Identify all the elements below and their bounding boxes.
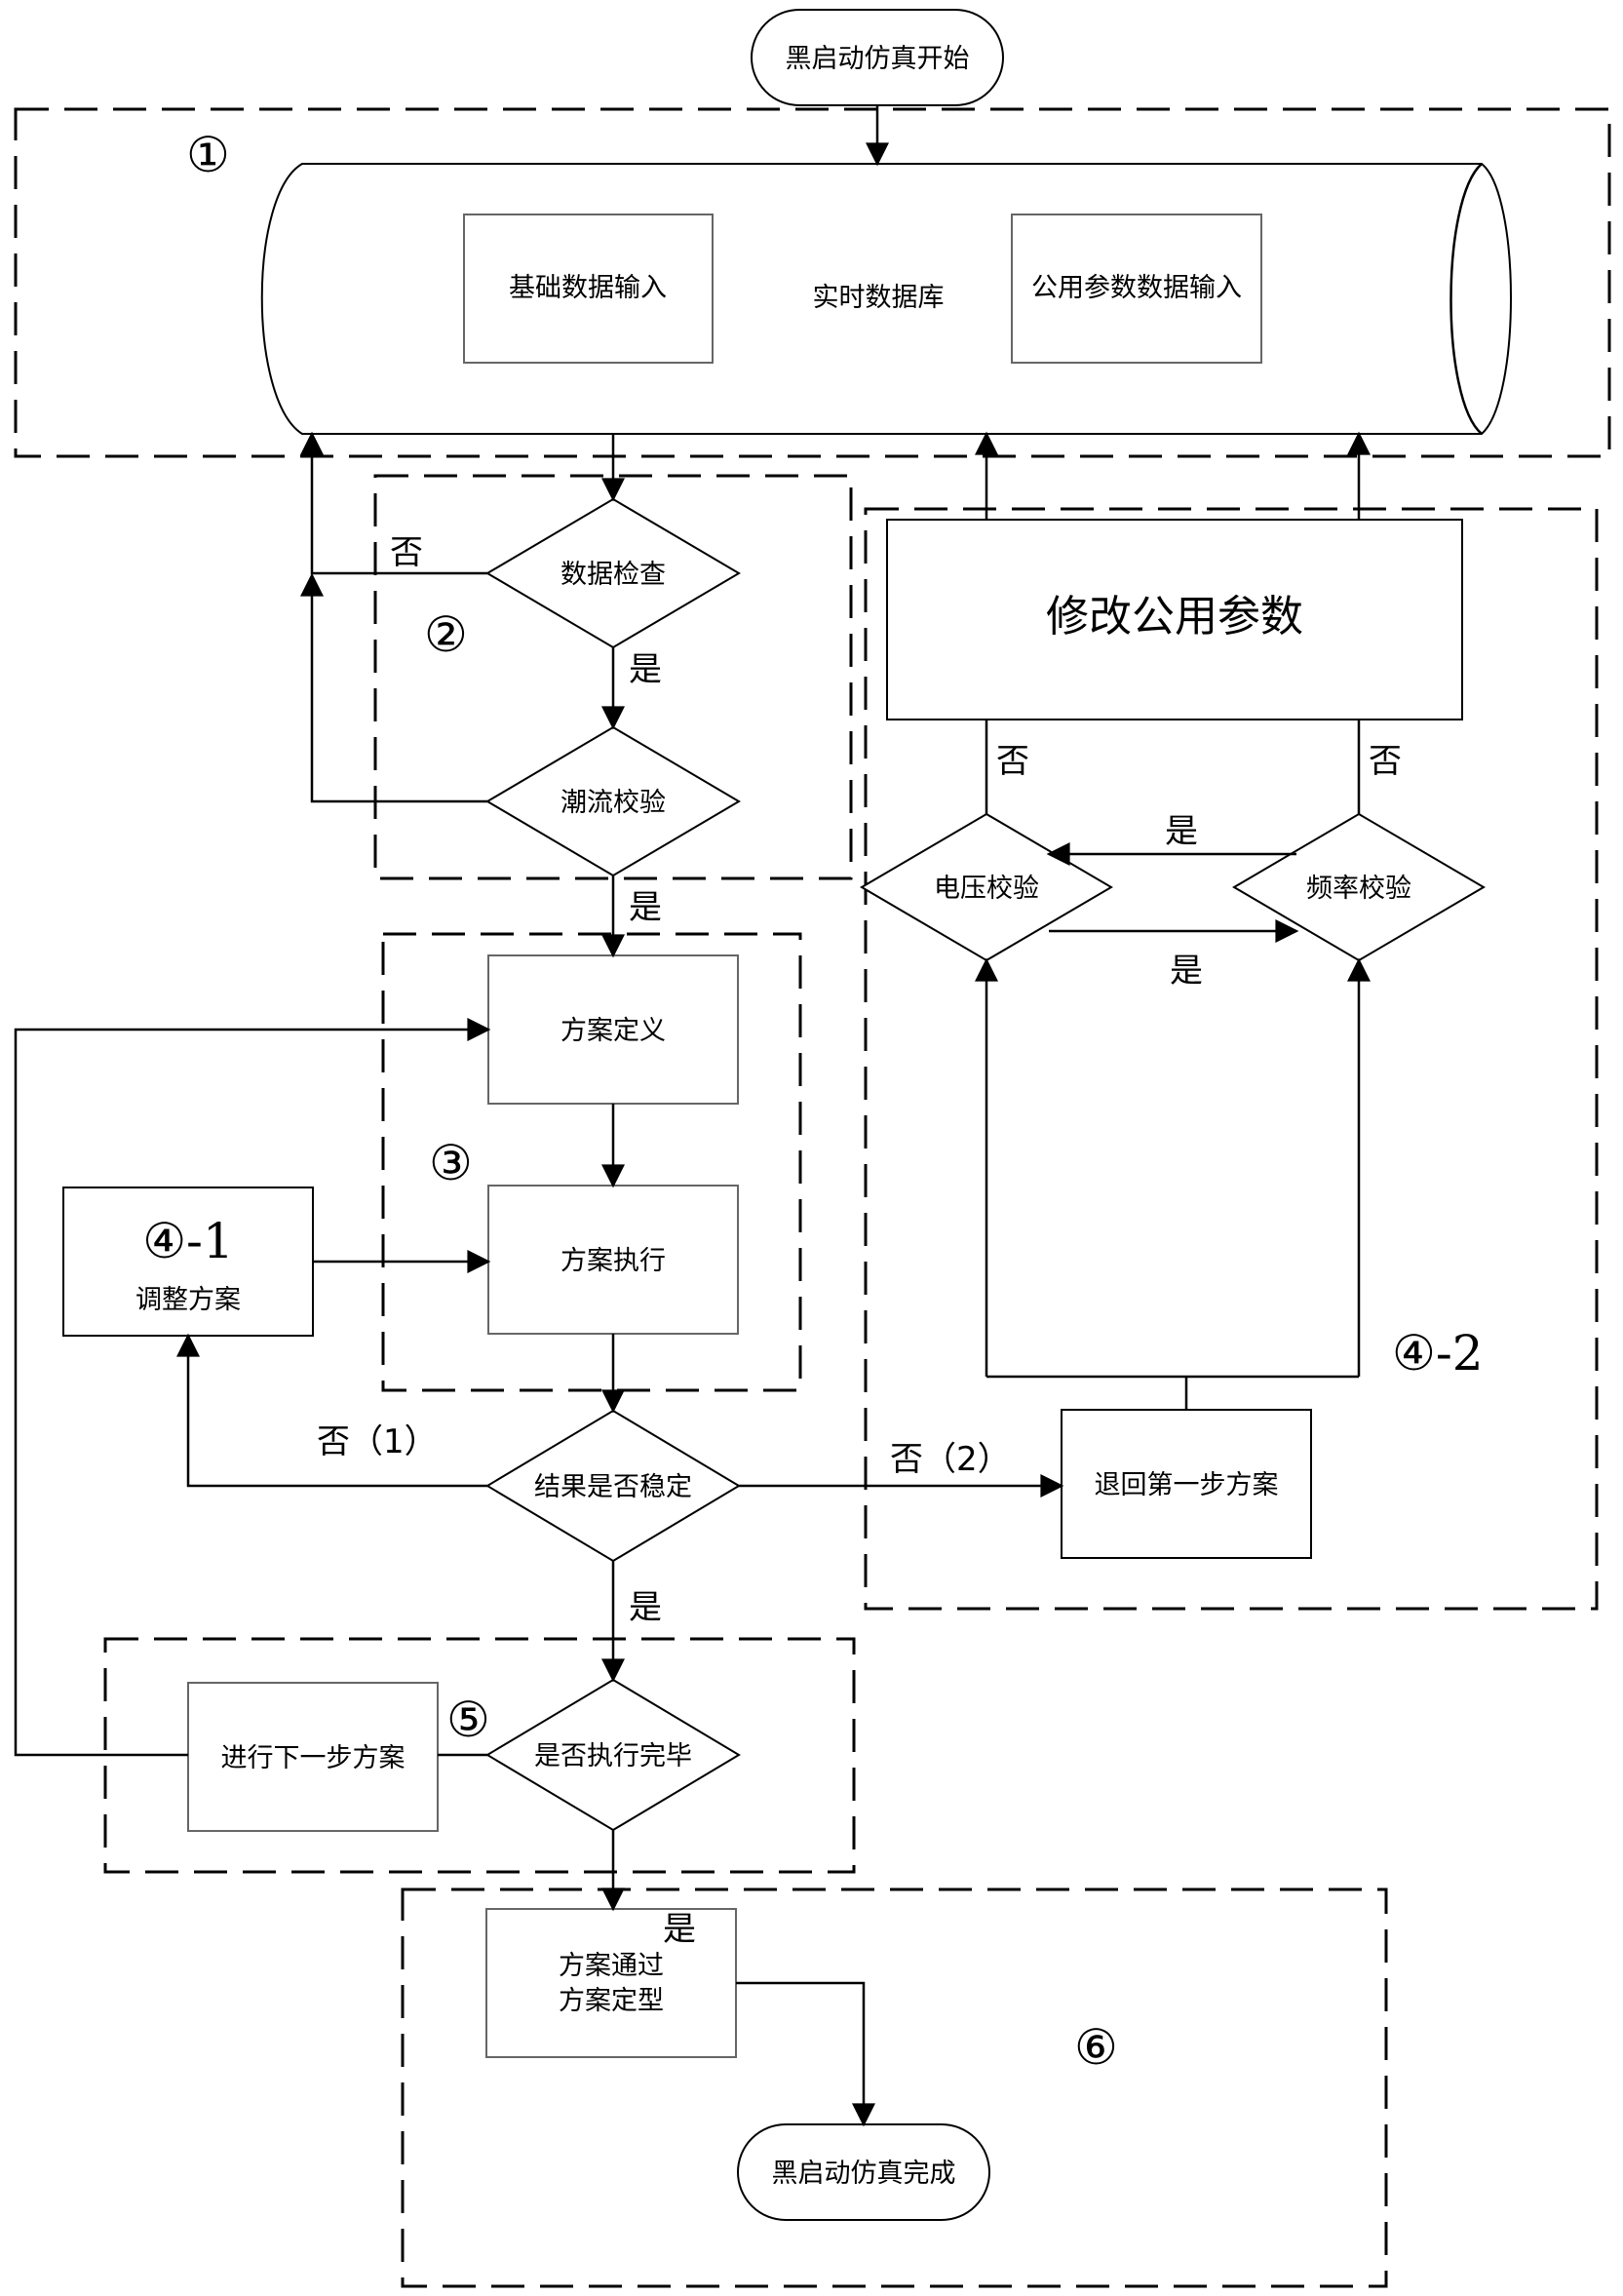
realtime-db-label: 实时数据库 [813, 283, 945, 313]
label-data-check-yes: 是 [629, 650, 662, 689]
label-voltage-no: 否 [996, 742, 1029, 781]
group-3-box [381, 932, 802, 1392]
label-freq-to-voltage-yes: 是 [1165, 812, 1198, 851]
adjust-plan-number: ④-1 [142, 1213, 234, 1269]
plan-pass-box [485, 1908, 737, 2058]
next-step-label: 进行下一步方案 [221, 1743, 406, 1773]
flow-check-label: 潮流校验 [560, 788, 666, 818]
group-4-2-box [864, 507, 1599, 1611]
group-4-2-label: ④-2 [1392, 1325, 1484, 1381]
next-step-box [187, 1682, 439, 1832]
group-1-box [14, 107, 1611, 458]
adjust-plan-label: 调整方案 [135, 1285, 241, 1315]
voltage-check-label: 电压校验 [934, 874, 1039, 904]
data-check-label: 数据检查 [560, 560, 666, 590]
label-flow-check-yes: 是 [629, 888, 662, 927]
label-stable-yes: 是 [629, 1588, 662, 1627]
edge-flow-check-no [300, 572, 487, 803]
edge-pass-to-end [736, 1981, 875, 2127]
plan-pass-label-2: 方案定型 [559, 1986, 664, 2016]
group-3-label: ③ [429, 1135, 473, 1191]
group-6-box [401, 1887, 1388, 2288]
group-1-label: ① [186, 127, 230, 183]
freq-check-label: 频率校验 [1306, 874, 1411, 904]
plan-define-label: 方案定义 [560, 1016, 666, 1046]
base-data-box [463, 214, 714, 364]
plan-execute-label: 方案执行 [560, 1246, 666, 1276]
public-param-input-label: 公用参数数据输入 [1031, 273, 1242, 303]
rollback-label: 退回第一步方案 [1095, 1470, 1279, 1500]
group-5-label: ⑤ [446, 1692, 490, 1748]
group-2-label: ② [424, 606, 468, 663]
edge-rollback-split [986, 1375, 1359, 1410]
modify-param-box [886, 519, 1463, 720]
rollback-box [1061, 1409, 1312, 1559]
edge-next-to-define [14, 1018, 491, 1757]
group-6-label: ⑥ [1074, 2019, 1118, 2076]
label-freq-no: 否 [1369, 742, 1402, 781]
exec-done-label: 是否执行完毕 [534, 1741, 692, 1771]
label-stable-no-2: 否（2） [890, 1440, 1011, 1479]
modify-param-label: 修改公用参数 [1046, 592, 1303, 642]
label-data-check-no: 否 [390, 533, 423, 572]
edge-stable-no-1 [176, 1333, 487, 1488]
label-stable-no-1: 否（1） [317, 1422, 438, 1461]
public-param-input-box [1011, 214, 1262, 364]
plan-execute-box [487, 1185, 739, 1335]
base-data-label: 基础数据输入 [509, 273, 667, 303]
group-5-box [103, 1637, 856, 1874]
plan-pass-label-1: 方案通过 [559, 1951, 664, 1981]
label-done-yes: 是 [663, 1910, 696, 1949]
adjust-plan-box [62, 1187, 314, 1337]
end-label: 黑启动仿真完成 [772, 2159, 956, 2189]
label-voltage-to-freq-yes: 是 [1170, 952, 1203, 991]
start-label: 黑启动仿真开始 [786, 44, 970, 74]
database-cylinder-end [1449, 163, 1483, 435]
result-stable-label: 结果是否稳定 [534, 1472, 692, 1502]
